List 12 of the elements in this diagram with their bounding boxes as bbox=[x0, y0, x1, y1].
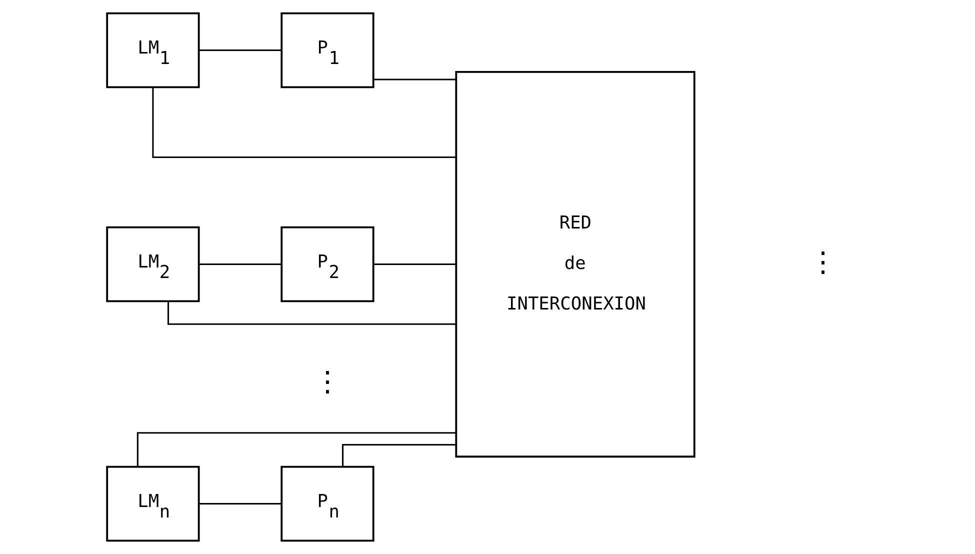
connector bbox=[136, 432, 456, 467]
connector bbox=[166, 302, 456, 325]
connector bbox=[198, 49, 282, 51]
node-box: RED de INTERCONEXION bbox=[454, 70, 695, 458]
connector bbox=[373, 78, 456, 80]
connector bbox=[198, 503, 282, 505]
connector bbox=[152, 88, 456, 158]
label: ⋮ bbox=[312, 365, 341, 398]
label: ⋮ bbox=[808, 245, 837, 278]
connector bbox=[342, 444, 456, 467]
connector bbox=[373, 264, 456, 266]
connector bbox=[198, 264, 282, 266]
